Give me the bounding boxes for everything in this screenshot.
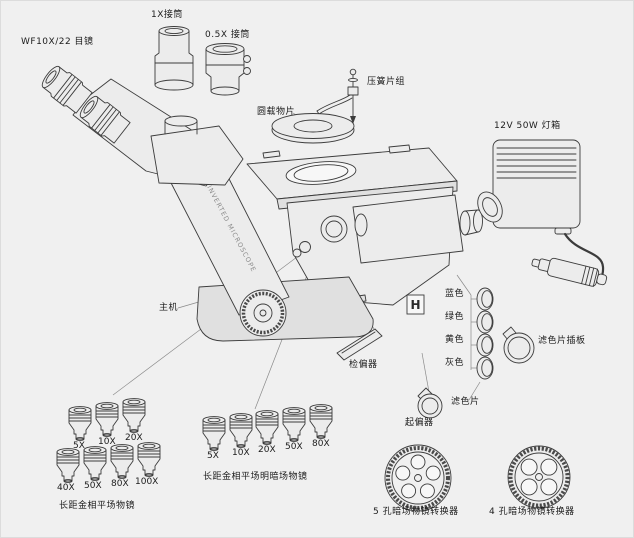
objective-mag-label: 40X — [57, 483, 75, 493]
objective-mag-label: 10X — [98, 437, 116, 447]
analyzer-slider — [336, 328, 383, 361]
power-plug — [531, 257, 608, 288]
label-turret5: 5 孔暗场物镜转换器 — [373, 507, 459, 517]
label-turret4: 4 孔暗场物镜转换器 — [489, 507, 575, 517]
label-filter-green: 绿色 — [445, 312, 465, 322]
objective-mag-label: 10X — [232, 448, 250, 458]
phototube-port — [164, 115, 198, 127]
objective-mag-label: 5X — [207, 451, 219, 461]
brand-letter: H — [410, 298, 420, 312]
label-lamp-house: 12V 50W 灯箱 — [494, 121, 561, 131]
adapter-tube-05x — [205, 43, 251, 96]
brand-badge — [406, 294, 425, 315]
lamp-house — [477, 139, 605, 284]
objective-mag-label: 50X — [285, 442, 303, 452]
label-tube-05x: 0.5X 接筒 — [205, 30, 250, 40]
label-round-plate: 圆载物片 — [257, 107, 296, 117]
objective-mag-label: 80X — [111, 479, 129, 489]
objective-mag-label: 50X — [84, 481, 102, 491]
nosepiece-mount — [320, 215, 348, 243]
label-main-unit: 主机 — [159, 303, 179, 313]
label-tube-1x: 1X接筒 — [151, 10, 183, 20]
label-analyzer: 检偏器 — [349, 360, 378, 370]
microscope-main-body: INVERTED MICROSCOPE H — [37, 61, 483, 342]
microscope-head — [150, 125, 244, 186]
stage-hole — [285, 161, 357, 185]
illuminator-arm — [352, 194, 464, 264]
label-eyepiece: WF10X/22 目镜 — [21, 37, 94, 47]
turret-5hole — [384, 444, 452, 512]
objective-mag-label: 20X — [125, 433, 143, 443]
focus-knob — [239, 289, 287, 337]
spring-plate-set — [316, 68, 359, 124]
label-filter-gray: 灰色 — [445, 358, 465, 368]
label-obj-group1: 长距金相平场物镜 — [59, 501, 136, 511]
filter-holder — [502, 326, 535, 364]
label-filters: 滤色片 — [451, 397, 480, 407]
label-filter-board: 滤色片插板 — [538, 336, 586, 346]
label-filter-yellow: 黄色 — [445, 335, 465, 345]
objective-mag-label: 80X — [312, 439, 330, 449]
turret-4hole — [507, 445, 571, 509]
objective-mag-label: 5X — [73, 441, 85, 451]
label-filter-blue: 蓝色 — [445, 289, 465, 299]
objective-mag-label: 20X — [258, 445, 276, 455]
filter-set — [476, 287, 494, 380]
label-obj-group2: 长距金相平场明暗场物镜 — [203, 472, 308, 482]
label-polarizer: 起偏器 — [405, 418, 434, 428]
label-spring-set: 压簧片组 — [367, 77, 406, 87]
round-stage-plate — [271, 113, 355, 144]
polarizer-part — [417, 387, 443, 419]
objective-mag-label: 100X — [135, 477, 159, 487]
adapter-tube-1x — [154, 26, 194, 91]
